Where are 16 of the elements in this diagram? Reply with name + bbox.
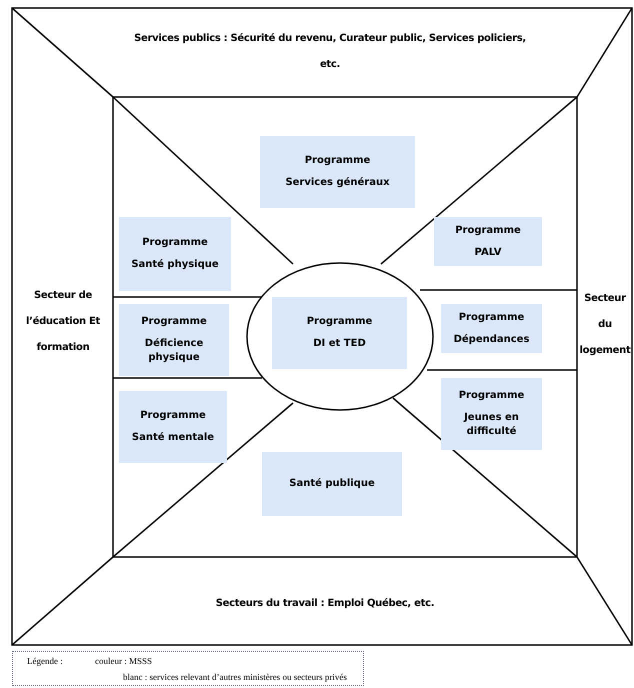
program-box: Programme Santé physique bbox=[119, 217, 231, 291]
program-box: Programme Services généraux bbox=[260, 136, 415, 208]
program-box: Programme PALV bbox=[434, 217, 542, 266]
sector-label: Secteurs du travail : Emploi Québec, etc. bbox=[214, 597, 436, 611]
program-box: Programme Déficience physique bbox=[119, 304, 229, 376]
program-box: Programme Jeunes en difficulté bbox=[441, 378, 542, 450]
program-box: Santé publique bbox=[262, 452, 402, 516]
sector-label: Secteur du logement bbox=[579, 292, 631, 358]
legend-entry: couleur : MSSS bbox=[95, 655, 152, 668]
sector-label: Services publics : Sécurité du revenu, Curateur public, Services policiers, etc. bbox=[133, 32, 527, 72]
program-box: Programme Santé mentale bbox=[119, 391, 227, 463]
program-box: Programme Dépendances bbox=[441, 304, 542, 353]
legend-title: Légende : bbox=[27, 655, 63, 668]
legend-entry: blanc : services relevant d’autres ministères ou secteurs privés bbox=[123, 671, 347, 684]
program-box: Programme DI et TED bbox=[272, 297, 407, 369]
sector-label: Secteur de l’éducation Et formation bbox=[24, 289, 102, 355]
